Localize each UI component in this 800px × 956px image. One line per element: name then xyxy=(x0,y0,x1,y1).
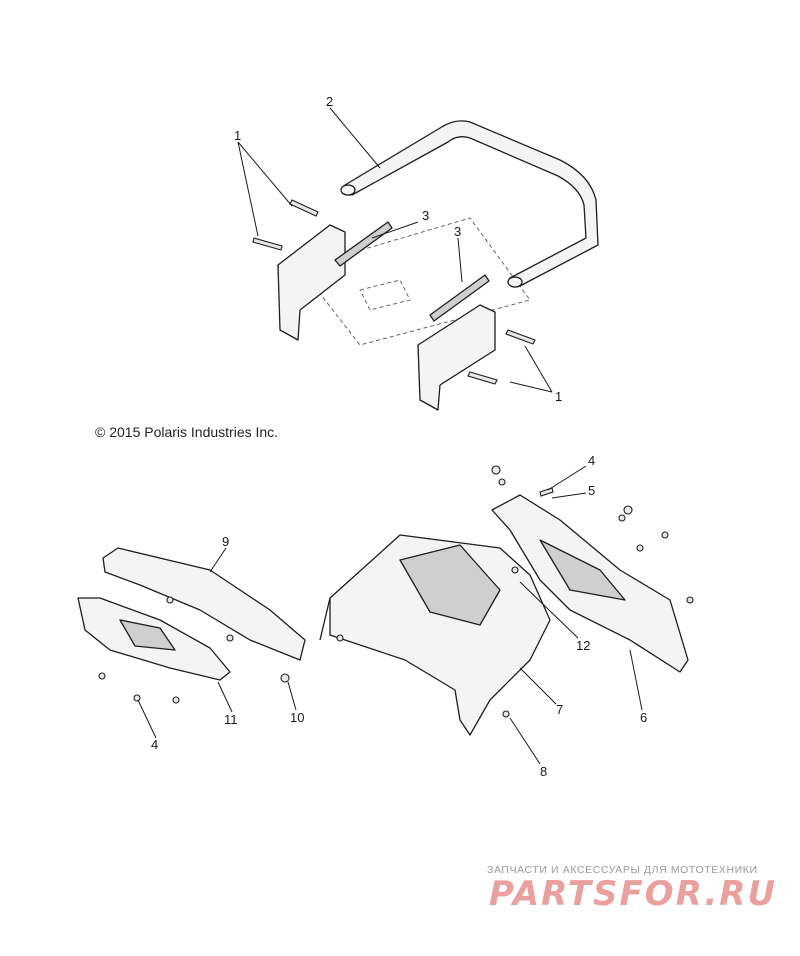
callouts: 1 2 3 3 1 4 5 9 12 6 7 10 11 4 8 xyxy=(151,94,647,779)
bolt xyxy=(252,237,283,251)
callout-label: 1 xyxy=(555,389,562,404)
callout-label: 12 xyxy=(576,638,590,653)
callout-label: 6 xyxy=(640,710,647,725)
bolt xyxy=(467,371,498,385)
callout-label: 5 xyxy=(588,483,595,498)
callout-label: 7 xyxy=(556,702,563,717)
body-panels-assembly xyxy=(77,465,694,736)
bolt xyxy=(289,199,319,217)
watermark-tagline: ЗАПЧАСТИ И АКСЕССУАРЫ ДЛЯ МОТОТЕХНИКИ xyxy=(487,864,758,876)
callout-label: 4 xyxy=(588,453,595,468)
callout-label: 11 xyxy=(224,712,238,727)
leader-lines xyxy=(137,107,643,765)
callout-label: 8 xyxy=(540,764,547,779)
callout-label: 10 xyxy=(290,710,304,725)
callout-label: 9 xyxy=(222,534,229,549)
panel-9 xyxy=(102,547,306,661)
callout-label: 4 xyxy=(151,737,158,752)
callout-label: 3 xyxy=(422,208,429,223)
copyright-notice: © 2015 Polaris Industries Inc. xyxy=(95,424,279,440)
callout-label: 1 xyxy=(234,128,241,143)
roll-bar-assembly xyxy=(252,120,599,411)
bolt xyxy=(505,329,536,345)
callout-label: 3 xyxy=(454,224,461,239)
strap-right xyxy=(429,274,490,322)
roll-bar xyxy=(344,120,599,287)
strap-left xyxy=(334,221,393,267)
callout-label: 2 xyxy=(326,94,333,109)
watermark-logo: PARTSFOR.RU xyxy=(489,874,778,914)
